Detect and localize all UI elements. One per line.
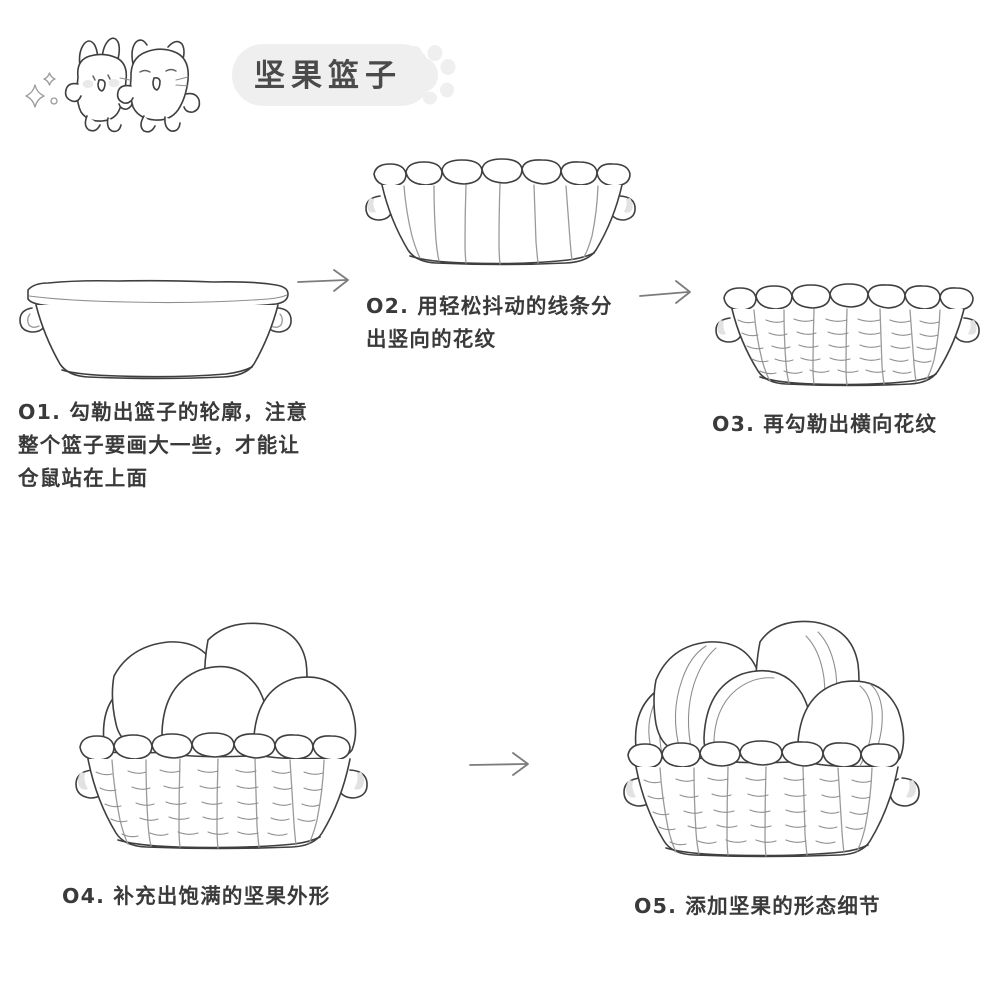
arrow-step-01-to-02	[296, 266, 358, 298]
paw-print-icon	[390, 45, 460, 105]
arrow-step-02-to-03	[638, 278, 700, 310]
page-header: 坚果篮子	[0, 0, 1000, 150]
step-figure-02	[352, 152, 652, 270]
bunny-mascot	[64, 37, 134, 133]
step-caption-03: O3. 再勾勒出横向花纹	[712, 412, 938, 436]
title-badge: 坚果篮子	[232, 44, 460, 106]
nut-shapes	[102, 622, 357, 760]
cat-mascot	[116, 39, 201, 133]
title-badge-background	[232, 44, 432, 106]
step-figure-05	[608, 620, 938, 874]
arrow-step-04-to-05	[468, 746, 542, 782]
nut-shapes-detailed	[634, 620, 905, 768]
step-figure-04	[58, 622, 388, 864]
step-caption-04: O4. 补充出饱满的坚果外形	[62, 884, 331, 908]
step-figure-01	[8, 272, 308, 382]
step-figure-03	[702, 278, 992, 390]
step-caption-02: O2. 用轻松抖动的线条分 出竖向的花纹	[366, 294, 613, 351]
page-title: 坚果篮子	[254, 58, 402, 94]
step-caption-05: O5. 添加坚果的形态细节	[634, 894, 881, 918]
mascot-group	[58, 22, 208, 137]
sparkles-decoration	[14, 66, 74, 126]
step-caption-01: O1. 勾勒出篮子的轮廓，注意 整个篮子要画大一些，才能让 仓鼠站在上面	[18, 400, 309, 490]
